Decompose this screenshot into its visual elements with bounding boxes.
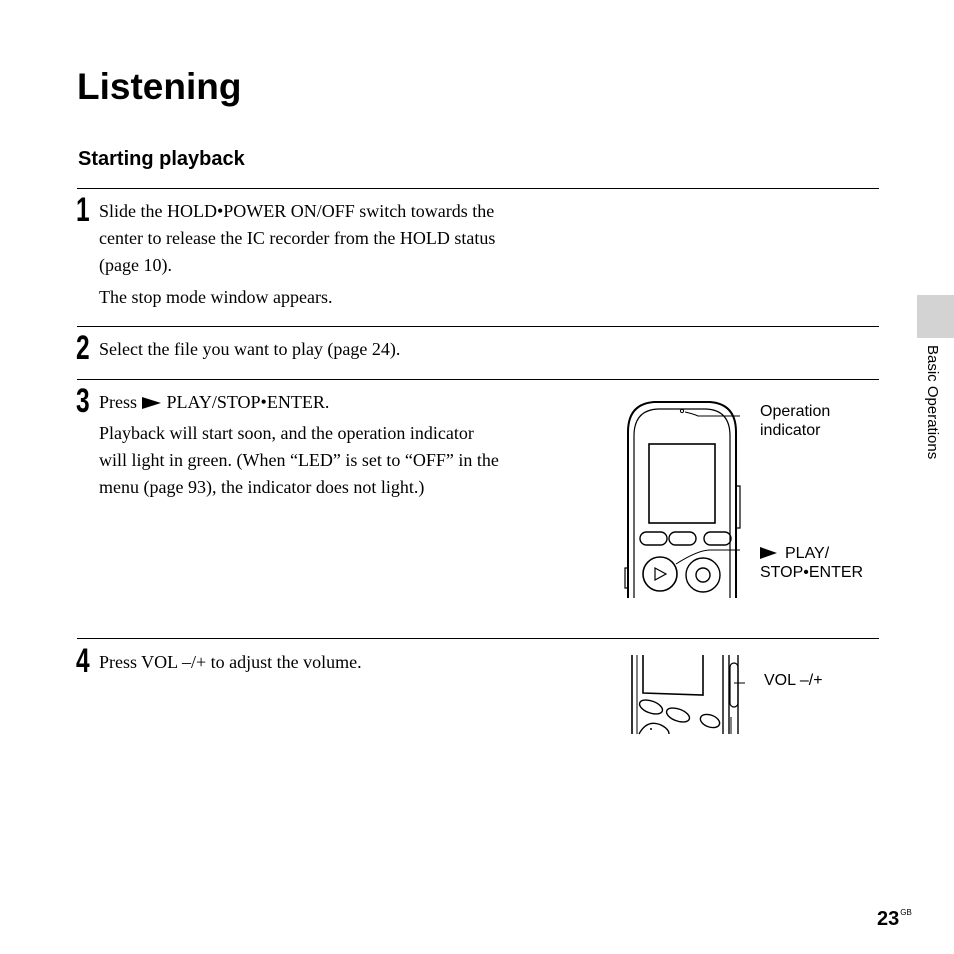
step-3-press-word: Press: [99, 392, 138, 412]
callout-operation-indicator: Operation indicator: [760, 403, 831, 439]
callout-play-stop-enter: PLAY/: [760, 544, 829, 563]
step-3-note: Playback will start soon, and the operat…: [99, 423, 499, 497]
step-3-number: 3: [76, 382, 90, 420]
step-1-number: 1: [76, 191, 90, 229]
callout-vol: VOL –/+: [764, 672, 823, 689]
step-3-rule: [77, 379, 879, 380]
callout-play-stop-enter-2: STOP•ENTER: [760, 564, 864, 581]
step-4-text: Press VOL –/+ to adjust the volume.: [99, 652, 362, 672]
step-3-text: Press PLAY/STOP•ENTER.: [99, 389, 329, 416]
step-2-rule: [77, 326, 879, 327]
step-1-text: Slide the HOLD•POWER ON/OFF switch towar…: [99, 201, 496, 275]
page-number: 23GB: [877, 908, 912, 930]
step-3-press-target: PLAY/STOP•ENTER.: [166, 392, 330, 412]
recorder-volume-illustration: [631, 655, 745, 735]
recorder-front-illustration: [624, 401, 741, 598]
step-4-number: 4: [76, 642, 90, 680]
section-title: Starting playback: [78, 148, 245, 170]
step-1-note: The stop mode window appears.: [99, 287, 333, 307]
step-2-text: Select the file you want to play (page 2…: [99, 339, 401, 359]
side-tab: [917, 295, 954, 338]
page-suffix: GB: [900, 908, 912, 917]
side-tab-label: Basic Operations: [924, 345, 941, 460]
play-triangle-icon: [760, 547, 777, 559]
play-triangle-icon: [141, 397, 161, 409]
step-1-rule: [77, 188, 879, 189]
step-4-rule: [77, 638, 879, 639]
page-title: Listening: [77, 66, 242, 107]
step-2-number: 2: [76, 329, 90, 367]
